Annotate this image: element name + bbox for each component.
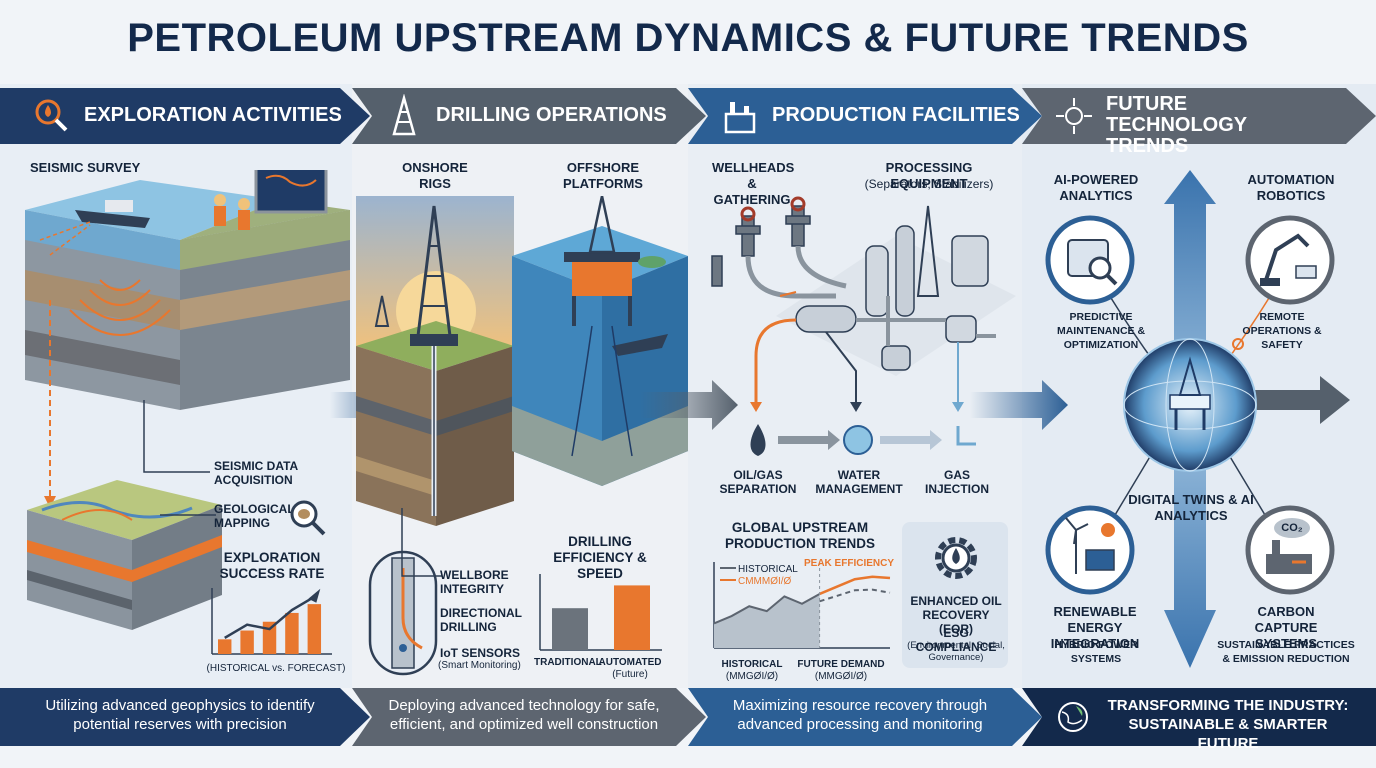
seismic-data-label: SEISMIC DATA ACQUISITION (214, 459, 298, 487)
map-connector (160, 514, 216, 516)
factory-icon (724, 102, 756, 134)
drilling-efficiency-label: DRILLING EFFICIENCY & SPEED (553, 534, 647, 581)
co2-label: CO₂ (1281, 522, 1303, 534)
hybrid-label: HYBRIO POWER SYSTEMS (1054, 639, 1138, 665)
gear-oil-icon (935, 537, 977, 579)
processing-label: PROCESSING EQUIPMENT (885, 160, 973, 191)
separation-label: OIL/GAS SEPARATION (719, 468, 797, 496)
separation-flow (750, 424, 976, 456)
future-footer: TRANSFORMING THE INDUSTRY: SUSTAINABLE &… (1022, 688, 1376, 752)
axis-future-sub: (MMGØI/Ø) (814, 671, 868, 682)
carbon-label: CARBON CAPTURE SYSTEMS (1254, 604, 1318, 651)
gas-injection-label: GAS INJECTION (924, 468, 989, 496)
flow-arrow-3 (970, 380, 1068, 430)
drilling-cat-automated: AUTOMATED (598, 657, 662, 668)
offshore-platform-illustration (512, 196, 688, 486)
directional-label: DIRECTIONAL DRILLING (440, 606, 522, 634)
survey-to-map-arrow (44, 300, 56, 508)
processing-sub-label: (Separators, Stabilizers) (864, 177, 994, 191)
automation-label: AUTOMATION ROBOTICS (1247, 172, 1335, 203)
drilling-cat-traditional: TRADITIONAL (534, 657, 602, 668)
exploration-success-chart (211, 588, 332, 655)
seismic-connector (143, 400, 210, 473)
production-forecast-line (819, 575, 891, 596)
production-facility-illustration (711, 196, 1016, 412)
drilling-header-label: DRILLING OPERATIONS (436, 104, 667, 126)
drilling-bar-traditional (552, 608, 588, 650)
drilling-cat-automated-sub: (Future) (612, 669, 648, 680)
exploration-trend-line (224, 595, 315, 639)
remote-label: REMOTE OPERATIONS & SAFETY (1242, 311, 1322, 351)
esg-label: ESG COMPLIANCE (915, 626, 997, 654)
production-header-label: PRODUCTION FACILITIES (772, 104, 1020, 126)
axis-historical: HISTORICAL (721, 659, 783, 670)
axis-historical-sub: (MMGØI/Ø) (725, 671, 779, 682)
digital-twins-label: DIGITAL TWINS & AI ANALYTICS (1128, 492, 1254, 523)
predictive-label: PREDICTIVE MAINTENANCE & OPTIMIZATION (1056, 311, 1146, 351)
exploration-bar-3 (285, 612, 299, 654)
production-demand-line (819, 588, 891, 603)
legend-historical: HISTORICAL (738, 564, 798, 575)
wellheads-label: WELLHEADS & GATHERING (712, 160, 795, 207)
exploration-header: EXPLORATION ACTIVITIES (0, 88, 370, 144)
eor-label: ENHANCED OIL RECOVERY (EOR) (910, 594, 1002, 636)
production-header: PRODUCTION FACILITIES (688, 88, 1042, 144)
exploration-chart-caption: (HISTORICAL vs. FORECAST) (206, 663, 346, 674)
renewable-label: RENEWABLE ENERGY INTEGRATION (1050, 604, 1140, 651)
magnifier-icon (35, 99, 68, 132)
seismic-survey-illustration (25, 170, 350, 410)
geological-mapping-label: GEOLOGICAL MAPPING (214, 502, 295, 530)
sustainable-label: SUSTAINABLE PRACTICES & EMISSION REDUCTI… (1217, 639, 1355, 665)
future-header-label: FUTURE TECHNOLOGY TRENDS (1106, 93, 1247, 157)
exploration-bar-0 (218, 639, 232, 654)
future-header: FUTURE TECHNOLOGY TRENDS (1022, 88, 1376, 157)
peak-efficiency-label: PEAK EFFICIENCY (804, 558, 895, 569)
drilling-header: DRILLING OPERATIONS (352, 88, 706, 144)
future-hub-diagram (1045, 170, 1350, 668)
axis-future: FUTURE DEMAND (797, 659, 885, 670)
derrick-icon (392, 94, 416, 136)
production-historical-area (714, 593, 820, 648)
exploration-footer: Utilizing advanced geophysics to identif… (0, 688, 370, 746)
exploration-bar-2 (262, 621, 277, 654)
iot-sub-label: (Smart Monitoring) (438, 660, 521, 671)
flow-arrow-2 (640, 380, 738, 430)
water-label: WATER MANAGEMENT (815, 468, 903, 496)
wellbore-detail-illustration (368, 550, 438, 676)
network-globe-icon (1056, 98, 1092, 134)
search-rock-icon (290, 500, 326, 536)
wellbore-connector (401, 508, 442, 577)
production-trends-chart (713, 562, 891, 649)
drilling-bar-automated (614, 585, 650, 650)
geological-map-illustration (27, 480, 222, 630)
exploration-trend-arrowhead (308, 588, 321, 603)
drilling-footer-text: Deploying advanced technology for safe, … (388, 697, 660, 733)
legend-forecast: CMMMØI/Ø (738, 576, 792, 587)
seismic-survey-label: SEISMIC SURVEY (30, 160, 141, 175)
production-footer: Maximizing resource recovery through adv… (688, 688, 1042, 746)
future-footer-line1: TRANSFORMING THE INDUSTRY: (1107, 697, 1349, 714)
ai-analytics-label: AI-POWERED ANALYTICS (1053, 172, 1139, 203)
exploration-success-label: EXPLORATION SUCCESS RATE (219, 550, 325, 581)
offshore-label: OFFSHORE PLATFORMS (563, 160, 643, 191)
drilling-efficiency-chart (539, 574, 662, 651)
iot-label: IoT SENSORS (440, 646, 521, 660)
exploration-bar-4 (307, 604, 322, 654)
drilling-footer: Deploying advanced technology for safe, … (352, 688, 706, 746)
onshore-label: ONSHORE RIGS (402, 160, 468, 191)
production-footer-text: Maximizing resource recovery through adv… (732, 697, 988, 733)
page-title: PETROLEUM UPSTREAM DYNAMICS & FUTURE TRE… (127, 16, 1249, 60)
trends-title: GLOBAL UPSTREAM PRODUCTION TRENDS (724, 520, 875, 551)
exploration-header-label: EXPLORATION ACTIVITIES (84, 104, 342, 126)
future-footer-line2: SUSTAINABLE & SMARTER FUTURE (1128, 716, 1328, 752)
onshore-rig-illustration (356, 196, 514, 526)
production-historical-line (713, 593, 821, 625)
esg-sub-label: (Environmental, Social, Governance) (907, 640, 1005, 663)
eco-globe-icon (1058, 702, 1088, 732)
exploration-footer-text: Utilizing advanced geophysics to identif… (45, 697, 315, 733)
wellbore-label: WELLBORE INTEGRITY (440, 568, 509, 596)
exploration-bar-1 (240, 630, 254, 654)
